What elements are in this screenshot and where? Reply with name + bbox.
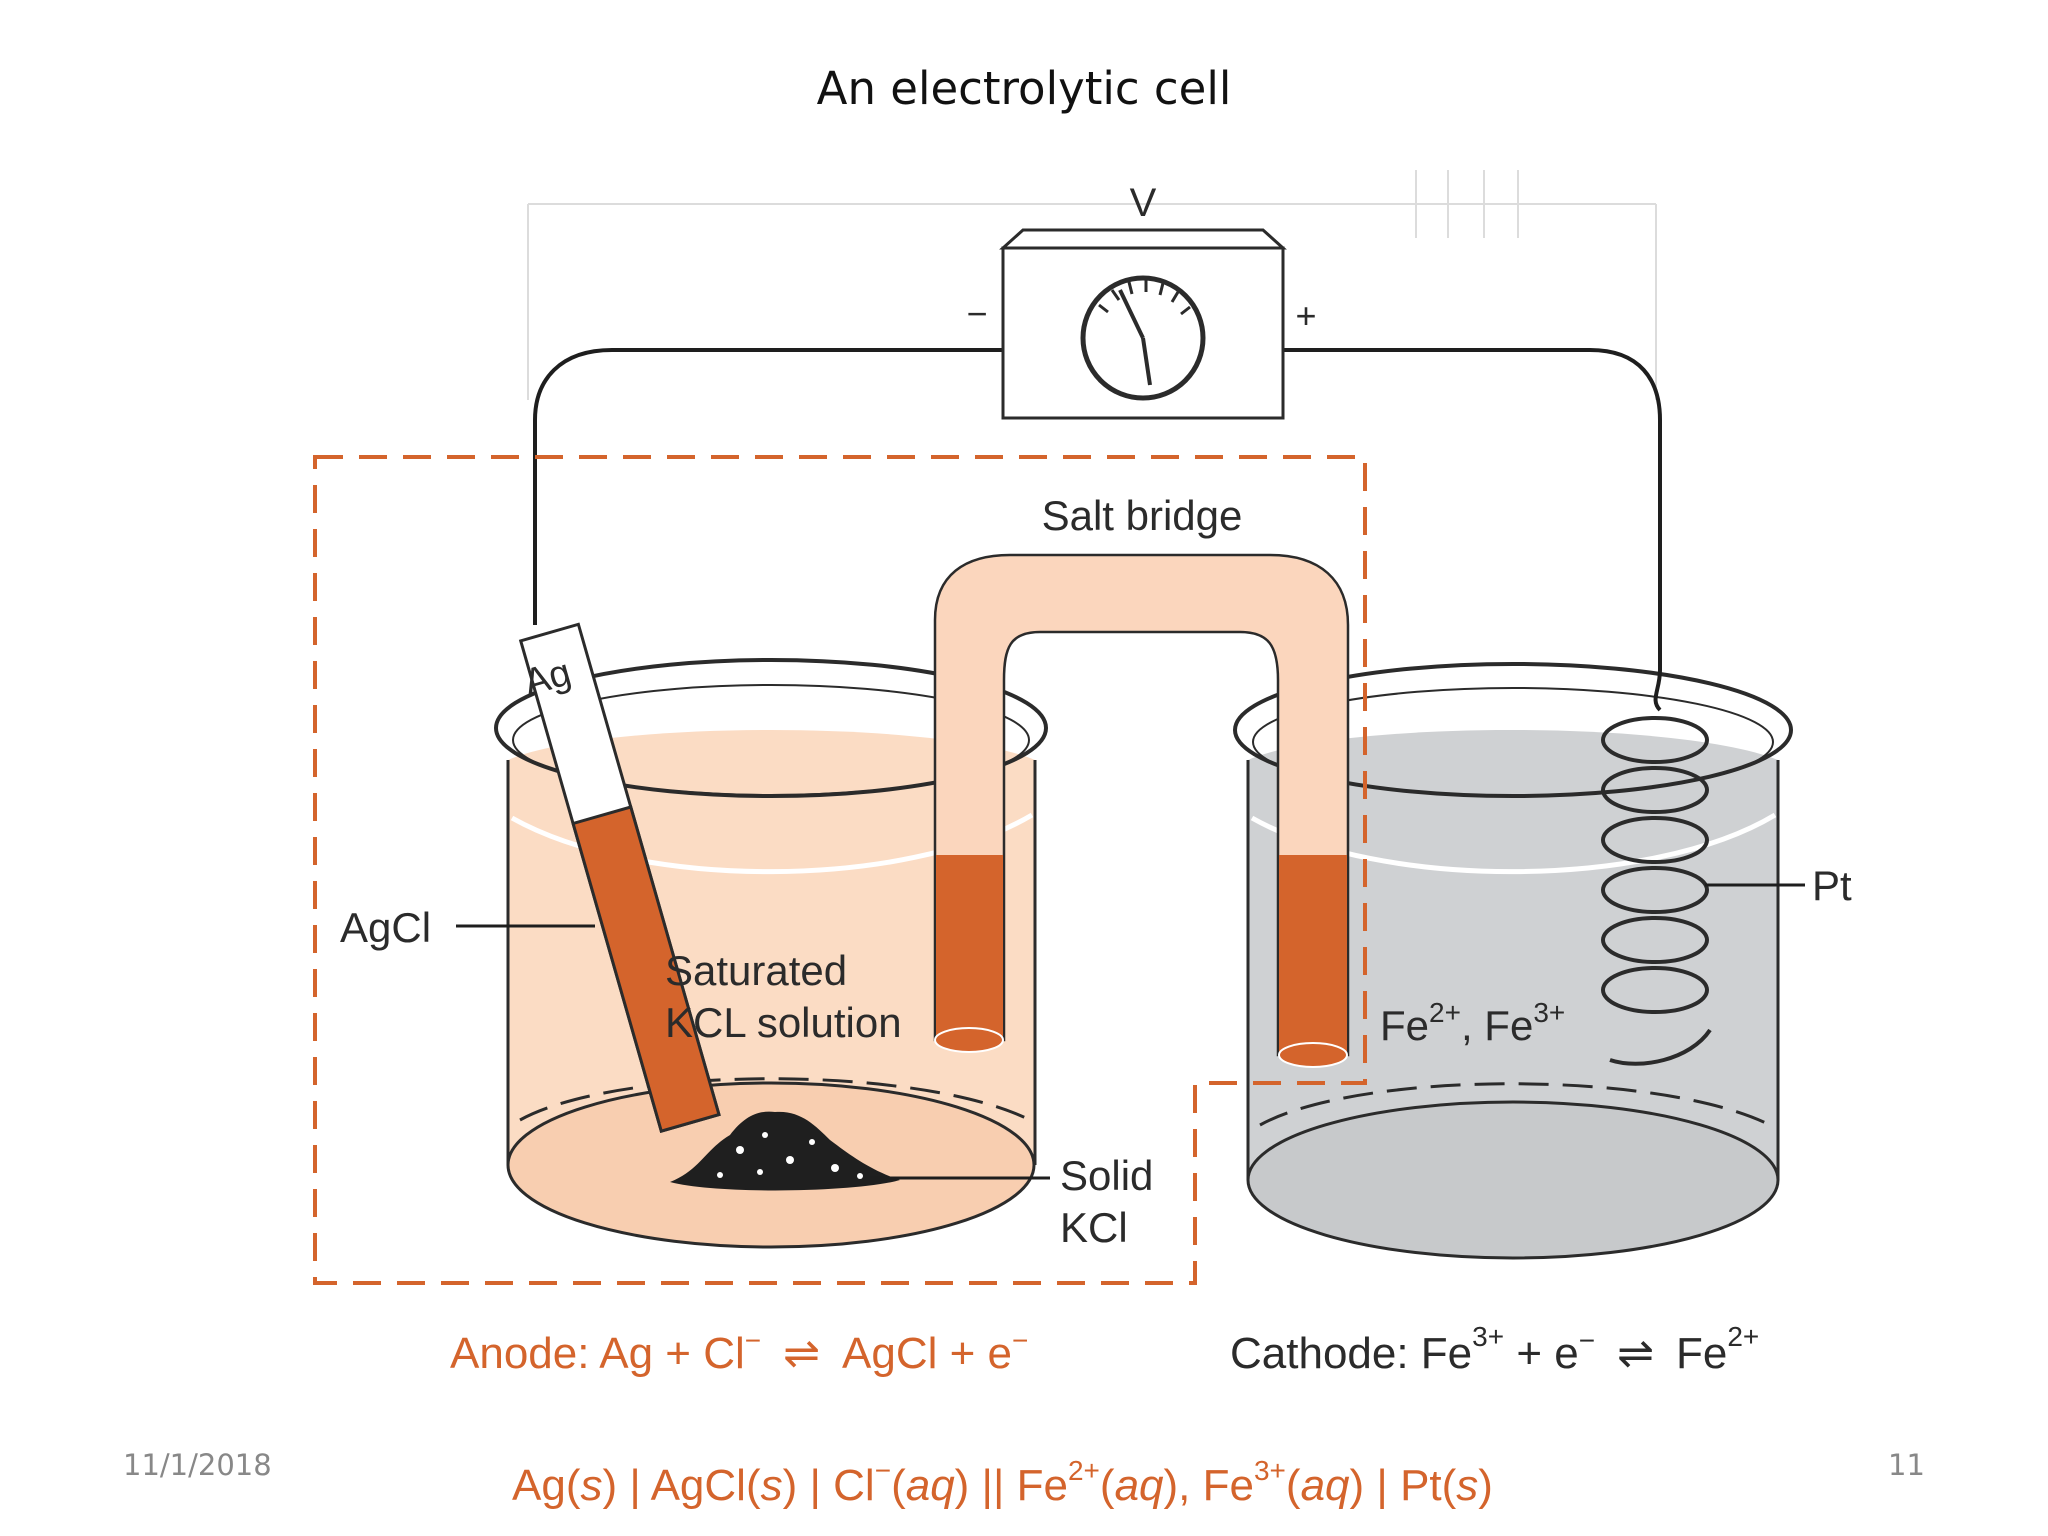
positive-terminal-label: +	[1295, 295, 1316, 336]
cell-notation: Ag(s) | AgCl(s) | Cl−(aq) || Fe2+(aq), F…	[512, 1455, 1493, 1510]
salt-bridge-label: Salt bridge	[1042, 492, 1243, 539]
voltmeter-label: V	[1130, 181, 1157, 225]
agcl-label: AgCl	[340, 904, 431, 951]
platinum-coil	[1601, 716, 1712, 1066]
external-wires	[533, 348, 1662, 712]
slide-title: An electrolytic cell	[816, 62, 1232, 115]
negative-terminal-label: −	[966, 293, 987, 334]
saturated-label-line1: Saturated	[665, 947, 847, 994]
salt-bridge	[933, 553, 1350, 1068]
voltmeter	[999, 228, 1287, 420]
pt-label: Pt	[1812, 862, 1852, 909]
anode-equation: Anode: Ag + Cl−⇌AgCl + e−	[450, 1325, 1028, 1378]
slide-page-number: 11	[1888, 1448, 1925, 1482]
anode-compartment-outline	[313, 455, 1367, 1285]
solid-kcl-label-line2: KCl	[1060, 1204, 1128, 1251]
silver-electrode	[518, 622, 721, 1133]
saturated-label-line2: KCL solution	[665, 999, 902, 1046]
solid-kcl-pile	[670, 1111, 900, 1191]
leader-lines	[456, 883, 1805, 1180]
cathode-equation: Cathode: Fe3+ + e−⇌Fe2+	[1230, 1321, 1759, 1378]
iron-ions-label: Fe2+, Fe3+	[1380, 997, 1565, 1049]
slide-date: 11/1/2018	[123, 1448, 272, 1482]
faint-frame	[527, 170, 1657, 400]
solid-kcl-label-line1: Solid	[1060, 1152, 1153, 1199]
